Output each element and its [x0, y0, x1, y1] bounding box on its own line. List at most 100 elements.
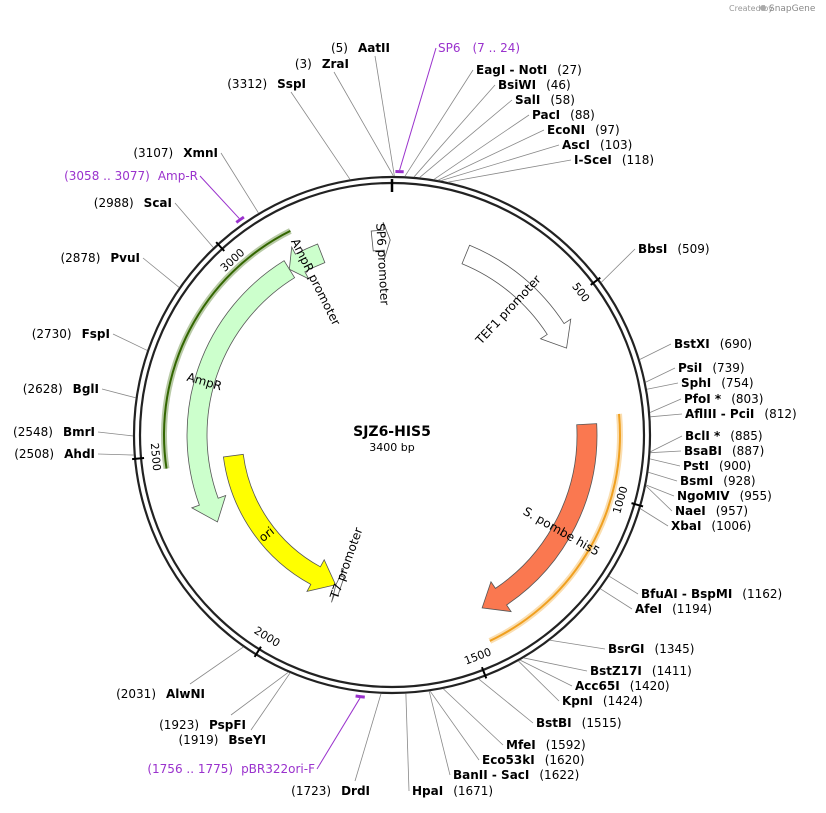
feature-ori[interactable]: ori	[222, 453, 337, 592]
enzyme-bstz17i[interactable]: BstZ17I(1411)	[523, 657, 692, 678]
enzyme-pvui[interactable]: (2878)PvuI	[60, 251, 180, 288]
enzyme-xmni[interactable]: (3107)XmnI	[133, 146, 259, 214]
feature-sp6-promoter-arrow[interactable]	[370, 222, 391, 259]
enzyme-name: XmnI	[183, 146, 218, 160]
enzyme-scai[interactable]: (2988)ScaI	[94, 196, 214, 248]
enzyme-drdi[interactable]: (1723)DrdI	[291, 693, 382, 798]
feature-ampr-promoter[interactable]: AmpR promoter	[288, 236, 343, 328]
enzyme-name: BclI *	[685, 429, 721, 443]
enzymes-layer: (5)AatII(3)ZraI(3312)SspI(3107)XmnI(2988…	[13, 41, 797, 798]
enzyme-leader	[433, 114, 530, 180]
enzyme-label: BbsI(509)	[638, 242, 710, 256]
enzyme-leader	[404, 69, 474, 177]
enzyme-name: BfuAI - BspMI	[641, 587, 732, 601]
feature-t7-promoter[interactable]: T7 promoter	[327, 526, 366, 603]
enzyme-position: (2988)	[94, 196, 134, 210]
enzyme-position: (46)	[546, 78, 571, 92]
enzyme-name: EcoNI	[547, 123, 585, 137]
enzyme-label: XbaI(1006)	[671, 519, 751, 533]
tick-3000: 3000	[215, 241, 247, 274]
enzyme-aatii[interactable]: (5)AatII	[331, 41, 395, 177]
enzyme-label: SphI(754)	[681, 376, 754, 390]
enzyme-label: (2628)BglI	[23, 382, 99, 396]
enzyme-name: BsaBI	[684, 444, 722, 458]
enzyme-paci[interactable]: PacI(88)	[433, 108, 595, 180]
enzyme-ahdi[interactable]: (2508)AhdI	[14, 447, 134, 461]
feature-ampr-promoter-arrow[interactable]	[288, 243, 326, 280]
enzyme-sspi[interactable]: (3312)SspI	[227, 77, 351, 180]
enzyme-leader	[112, 333, 148, 351]
enzyme-psti[interactable]: PstI(900)	[649, 458, 751, 473]
enzyme-kpni[interactable]: KpnI(1424)	[518, 660, 643, 708]
enzyme-label: (2988)ScaI	[94, 196, 172, 210]
enzyme-acc65i[interactable]: Acc65I(1420)	[519, 659, 670, 693]
enzyme-bsabi[interactable]: BsaBI(887)	[650, 444, 764, 458]
enzyme-bfuai-bspmi[interactable]: BfuAI - BspMI(1162)	[608, 575, 782, 601]
enzyme-eagi-noti[interactable]: EagI - NotI(27)	[404, 63, 582, 177]
enzyme-bseyi[interactable]: (1919)BseYI	[179, 672, 291, 747]
enzyme-leader	[600, 248, 636, 283]
enzyme-name: PvuI	[110, 251, 140, 265]
enzyme-hpai[interactable]: HpaI(1671)	[405, 693, 493, 798]
feature-ampr[interactable]: AmpR	[185, 260, 296, 523]
primer-pbr322ori-f[interactable]: (1756 .. 1775)pBR322ori-F	[147, 694, 365, 776]
primer-sp6[interactable]: SP6(7 .. 24)	[395, 41, 520, 174]
enzyme-psii[interactable]: PsiI(739)	[645, 361, 745, 383]
enzyme-banii-saci[interactable]: BanII - SacI(1622)	[428, 691, 579, 782]
enzyme-leader	[478, 678, 534, 724]
feature-tef1-promoter-arrow[interactable]	[461, 244, 572, 349]
enzyme-leader	[250, 672, 291, 731]
enzyme-bmri[interactable]: (2548)BmrI	[13, 425, 134, 439]
feature-sp6-promoter[interactable]: SP6 promoter	[370, 222, 392, 306]
enzyme-xbai[interactable]: XbaI(1006)	[640, 508, 751, 533]
enzyme-bsmi[interactable]: BsmI(928)	[648, 471, 756, 488]
enzyme-position: (1592)	[546, 738, 586, 752]
enzyme-bstbi[interactable]: BstBI(1515)	[478, 678, 622, 730]
tick-mark	[253, 646, 262, 658]
enzyme-position: (97)	[595, 123, 620, 137]
feature-s-pombe-his5-arrow[interactable]	[481, 423, 598, 613]
enzyme-fspi[interactable]: (2730)FspI	[32, 327, 148, 351]
enzyme-bstxi[interactable]: BstXI(690)	[639, 337, 752, 360]
enzyme-alwni[interactable]: (2031)AlwNI	[116, 646, 244, 701]
enzyme-label: PsiI(739)	[678, 361, 745, 375]
enzyme-label: NaeI(957)	[675, 504, 748, 518]
enzyme-eco53ki[interactable]: Eco53kI(1620)	[429, 690, 585, 767]
enzyme-bbsi[interactable]: BbsI(509)	[600, 242, 710, 283]
enzyme-bcli[interactable]: BclI *(885)	[650, 429, 763, 453]
enzyme-econi[interactable]: EcoNI (97)	[438, 123, 620, 181]
enzyme-naei[interactable]: NaeI(957)	[645, 485, 748, 518]
enzyme-bsrgi[interactable]: BsrGI(1345)	[549, 639, 694, 656]
feature-tef1-promoter[interactable]: TEF1 promoter	[461, 244, 572, 349]
enzyme-sphi[interactable]: SphI(754)	[646, 376, 754, 390]
enzyme-name: SalI	[515, 93, 540, 107]
enzyme-leader	[440, 144, 560, 182]
feature-ori-arrow[interactable]	[222, 453, 337, 592]
enzyme-label: (2548)BmrI	[13, 425, 95, 439]
enzyme-label: BstXI(690)	[674, 337, 752, 351]
enzyme-ngomiv[interactable]: NgoMIV(955)	[645, 484, 772, 503]
enzyme-bsiwi[interactable]: BsiWI(46)	[413, 78, 571, 178]
enzyme-leader	[640, 508, 669, 527]
feature-s-pombe-his5[interactable]: S. pombe his5	[481, 423, 602, 613]
enzyme-bgli[interactable]: (2628)BglI	[23, 382, 136, 399]
feature-ampr-arrow[interactable]	[186, 260, 296, 523]
primer-amp-r[interactable]: (3058 .. 3077)Amp-R	[64, 169, 245, 224]
enzyme-afei[interactable]: AfeI(1194)	[600, 588, 712, 616]
enzyme-afliii-pcii[interactable]: AflIII - PciI(812)	[650, 407, 797, 421]
enzyme-leader	[405, 693, 410, 792]
enzyme-name: Eco53kI	[482, 753, 535, 767]
enzyme-pspfi[interactable]: (1923)PspFI	[159, 671, 289, 732]
enzyme-mfei[interactable]: MfeI(1592)	[443, 688, 586, 752]
enzyme-name: KpnI	[562, 694, 593, 708]
enzyme-i-scei[interactable]: I-SceI(118)	[447, 153, 654, 183]
enzyme-position: (1919)	[179, 733, 219, 747]
enzyme-name: BanII - SacI	[453, 768, 529, 782]
enzyme-zrai[interactable]: (3)ZraI	[295, 57, 394, 177]
feature-t7-promoter-arrow[interactable]	[331, 568, 345, 603]
enzyme-sali[interactable]: SalI(58)	[419, 93, 575, 178]
enzyme-position: (88)	[570, 108, 595, 122]
enzyme-pfoi[interactable]: PfoI *(803)	[649, 392, 763, 413]
enzyme-leader	[608, 575, 639, 595]
enzyme-asci[interactable]: AscI(103)	[440, 138, 632, 182]
